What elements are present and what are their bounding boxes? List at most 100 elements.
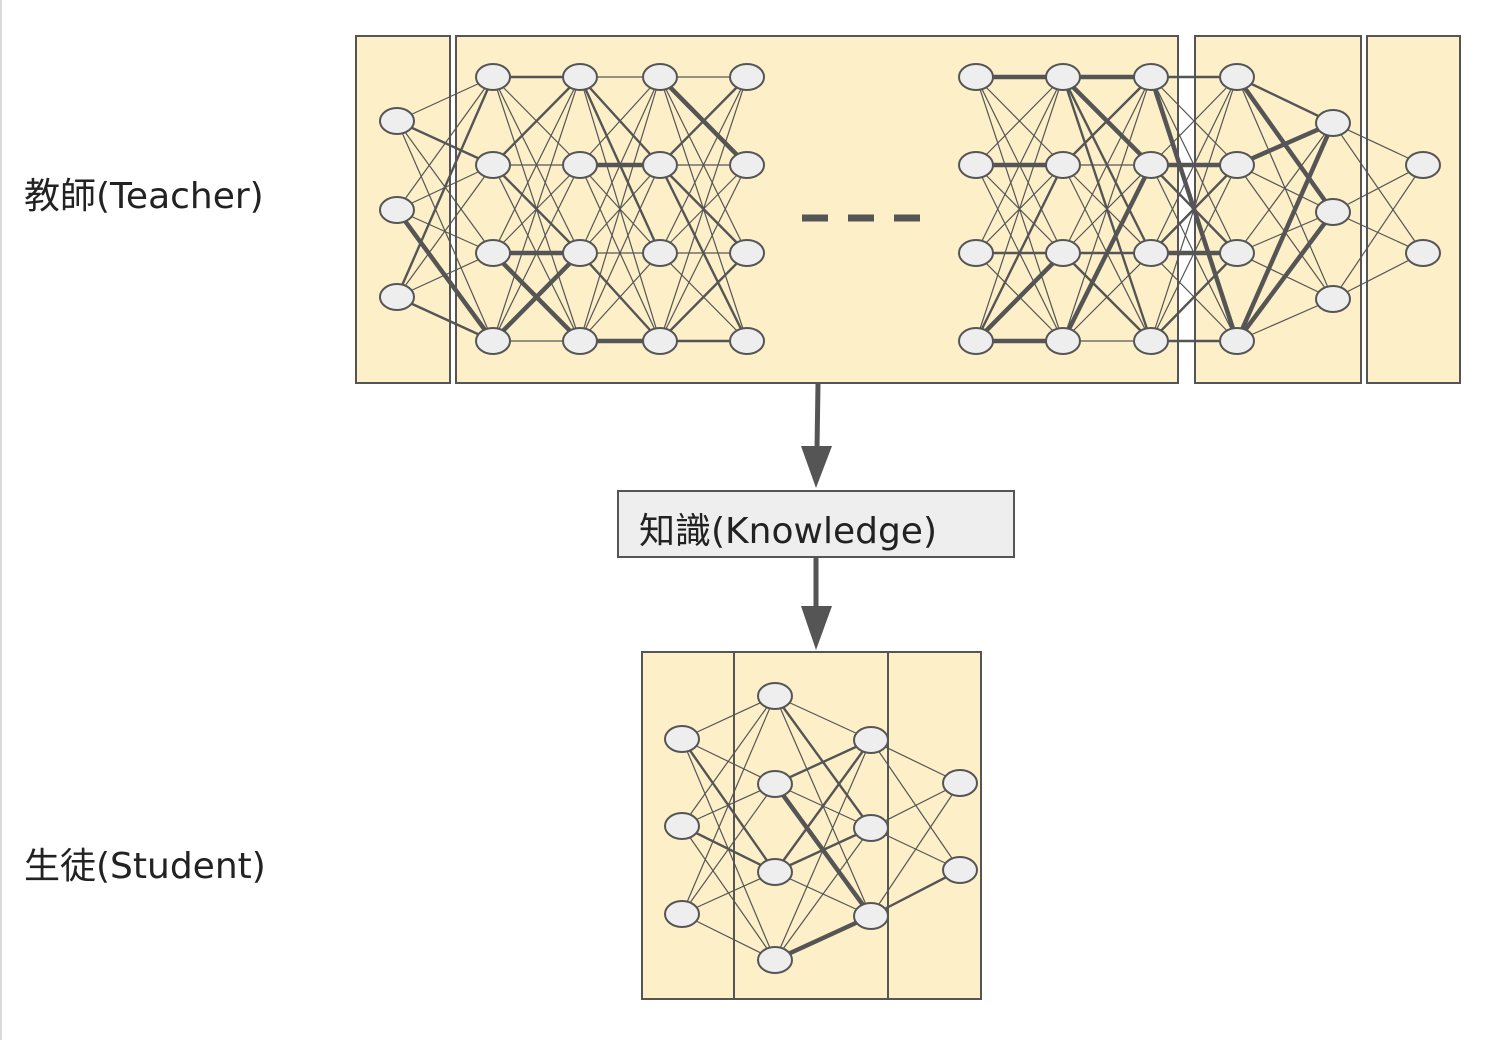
- teacher-edge: [1150, 76, 1238, 166]
- student-output-panel: [887, 651, 982, 1000]
- teacher-edge: [1150, 76, 1238, 342]
- teacher-edge: [492, 76, 581, 254]
- teacher-node: [729, 151, 765, 179]
- teacher-node: [1315, 198, 1351, 226]
- teacher-node: [475, 327, 511, 355]
- teacher-node: [1315, 109, 1351, 137]
- arrow-head-teacher-knowledge: [801, 446, 832, 488]
- teacher-node: [1133, 327, 1169, 355]
- teacher-edge: [492, 76, 581, 166]
- student-node: [757, 946, 793, 974]
- teacher-edge: [491, 251, 582, 343]
- teacher-edge: [974, 164, 1065, 342]
- teacher-node: [1045, 239, 1081, 267]
- student-node: [757, 682, 793, 710]
- teacher-edge: [395, 76, 495, 298]
- student-edge: [774, 739, 872, 873]
- teacher-node: [379, 283, 415, 311]
- teacher-edge: [396, 76, 494, 122]
- student-edge: [774, 913, 872, 963]
- teacher-edge: [579, 76, 661, 342]
- teacher-node: [958, 63, 994, 91]
- teacher-edge: [975, 76, 1064, 166]
- teacher-edge: [1332, 164, 1424, 213]
- student-edge: [774, 739, 872, 961]
- teacher-edge: [1062, 76, 1152, 254]
- teacher-edge: [396, 295, 494, 343]
- student-edge: [774, 695, 872, 741]
- teacher-edge: [975, 76, 1064, 342]
- teacher-edge: [1062, 76, 1152, 166]
- student-edge: [774, 738, 872, 786]
- student-edge: [681, 695, 776, 827]
- teacher-edge: [659, 76, 748, 254]
- teacher-node: [562, 151, 598, 179]
- teacher-node: [1045, 63, 1081, 91]
- teacher-edge: [1235, 210, 1335, 343]
- teacher-node: [1219, 327, 1255, 355]
- knowledge-label: 知識(Knowledge): [639, 511, 937, 552]
- teacher-edge: [1150, 76, 1238, 254]
- teacher-node: [1133, 151, 1169, 179]
- teacher-output-panel: [1366, 35, 1461, 384]
- teacher-edge: [579, 164, 661, 342]
- teacher-edge: [396, 164, 494, 298]
- teacher-edge: [1236, 122, 1334, 254]
- arrow-head-knowledge-student: [801, 606, 832, 650]
- teacher-node: [958, 327, 994, 355]
- teacher-node: [1045, 151, 1081, 179]
- teacher-edge: [579, 252, 661, 342]
- teacher-edge: [579, 76, 661, 166]
- teacher-node: [958, 239, 994, 267]
- student-node: [853, 726, 889, 754]
- teacher-node: [729, 327, 765, 355]
- teacher-edge: [659, 252, 748, 342]
- teacher-edge: [1150, 164, 1238, 342]
- student-node: [853, 902, 889, 930]
- teacher-node: [1045, 327, 1081, 355]
- teacher-node: [1219, 151, 1255, 179]
- teacher-edge: [1236, 120, 1334, 168]
- student-label: 生徒(Student): [24, 846, 266, 887]
- student-node: [664, 900, 700, 928]
- teacher-node: [562, 239, 598, 267]
- teacher-edge: [975, 76, 1064, 254]
- teacher-edge: [659, 76, 748, 166]
- teacher-node: [562, 327, 598, 355]
- teacher-edge: [492, 164, 581, 342]
- student-edge: [681, 695, 776, 915]
- teacher-node: [562, 63, 598, 91]
- teacher-edge: [1062, 252, 1152, 342]
- teacher-node: [1405, 239, 1441, 267]
- student-edge: [774, 827, 872, 961]
- teacher-node: [729, 63, 765, 91]
- teacher-node: [1133, 239, 1169, 267]
- teacher-node: [475, 239, 511, 267]
- teacher-node: [642, 151, 678, 179]
- arrow-shaft-teacher-knowledge: [814, 383, 821, 449]
- student-node: [664, 725, 700, 753]
- teacher-node: [729, 239, 765, 267]
- teacher-edge: [974, 251, 1065, 343]
- student-edge: [870, 782, 961, 917]
- teacher-edge: [1060, 163, 1154, 343]
- teacher-node: [475, 151, 511, 179]
- teacher-node: [1315, 285, 1351, 313]
- student-edge: [681, 783, 776, 915]
- knowledge-box: 知識(Knowledge): [617, 490, 1015, 558]
- teacher-edge: [1234, 122, 1336, 342]
- teacher-edge: [1150, 252, 1238, 342]
- teacher-node: [642, 327, 678, 355]
- student-node: [853, 814, 889, 842]
- student-edge: [681, 913, 776, 961]
- teacher-edge: [659, 76, 748, 342]
- teacher-node: [642, 239, 678, 267]
- teacher-edge: [579, 76, 661, 254]
- student-node: [664, 812, 700, 840]
- teacher-edge: [1062, 76, 1152, 342]
- student-node: [942, 856, 978, 884]
- teacher-node: [1219, 239, 1255, 267]
- teacher-edge: [1236, 75, 1334, 125]
- teacher-node: [379, 107, 415, 135]
